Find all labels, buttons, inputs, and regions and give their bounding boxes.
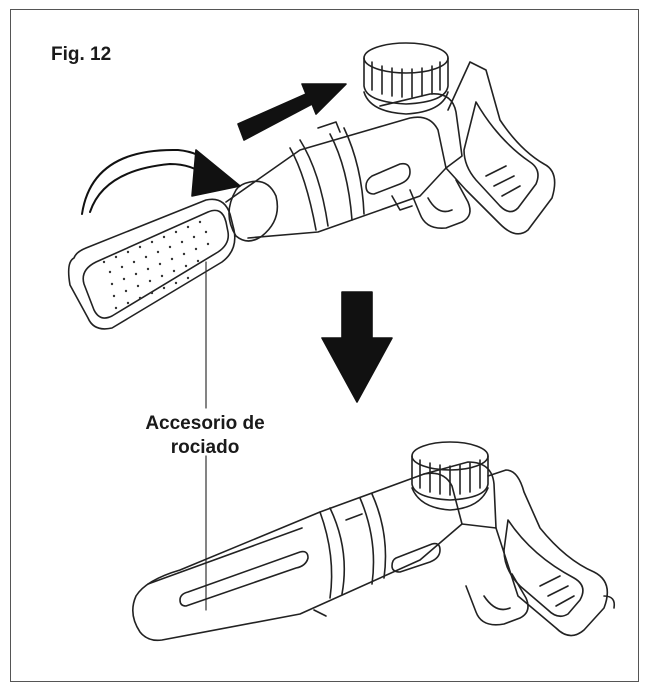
spray-attachment bbox=[67, 198, 236, 330]
trigger bbox=[465, 573, 529, 626]
push-arrow-icon bbox=[237, 83, 347, 141]
handle bbox=[487, 469, 609, 637]
down-arrow-icon bbox=[321, 291, 393, 403]
sprayer-with-attachment bbox=[67, 42, 556, 330]
sprayer-without-attachment bbox=[132, 441, 616, 642]
figure-frame bbox=[10, 9, 639, 682]
top-knob bbox=[363, 42, 449, 115]
callout-line-2: rociado bbox=[170, 437, 240, 458]
trigger bbox=[409, 179, 471, 230]
spray-nozzle-dots bbox=[102, 220, 210, 310]
bottom-knob bbox=[411, 441, 489, 511]
handle bbox=[445, 61, 556, 235]
callout-line-1: Accesorio de bbox=[145, 413, 265, 434]
figure-title: Fig. 12 bbox=[51, 44, 112, 65]
rotate-arrow-icon bbox=[81, 148, 241, 215]
callout-label: Accesorio de rociado bbox=[110, 412, 300, 460]
